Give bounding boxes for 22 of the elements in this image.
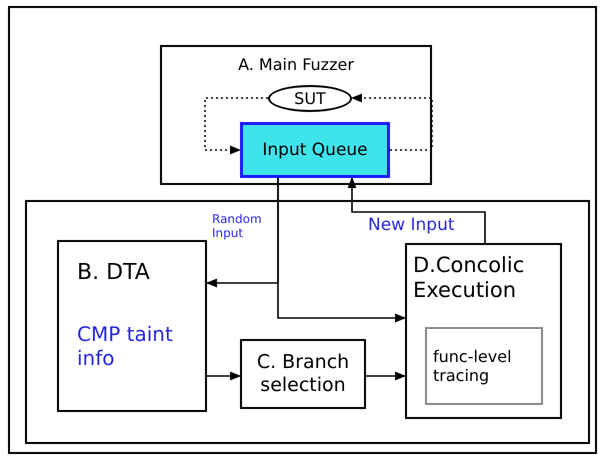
box-label: Input Queue bbox=[262, 140, 368, 160]
branch-selection-box bbox=[240, 339, 366, 409]
concolic-execution-box bbox=[405, 243, 562, 419]
analysis-box bbox=[25, 200, 590, 444]
system-box bbox=[8, 6, 597, 454]
arrow bbox=[204, 97, 268, 154]
main-fuzzer-box bbox=[160, 45, 432, 185]
box-description: CMP taint info bbox=[77, 322, 174, 370]
box-heading: D.Concolic Execution bbox=[413, 253, 526, 304]
arrow bbox=[277, 178, 406, 322]
box-label: C. Branch selection bbox=[256, 351, 350, 397]
box-heading: B. DTA bbox=[77, 260, 150, 286]
arrow bbox=[350, 94, 433, 151]
input-queue-box bbox=[240, 122, 390, 178]
arrow bbox=[348, 176, 486, 243]
dta-box bbox=[57, 240, 207, 412]
box-label: func-level tracing bbox=[433, 346, 513, 386]
ellipse-label: SUT bbox=[294, 88, 326, 108]
arrow bbox=[207, 372, 242, 380]
arrow bbox=[366, 372, 406, 380]
box-heading: A. Main Fuzzer bbox=[238, 55, 354, 74]
tracing-box bbox=[425, 327, 543, 405]
